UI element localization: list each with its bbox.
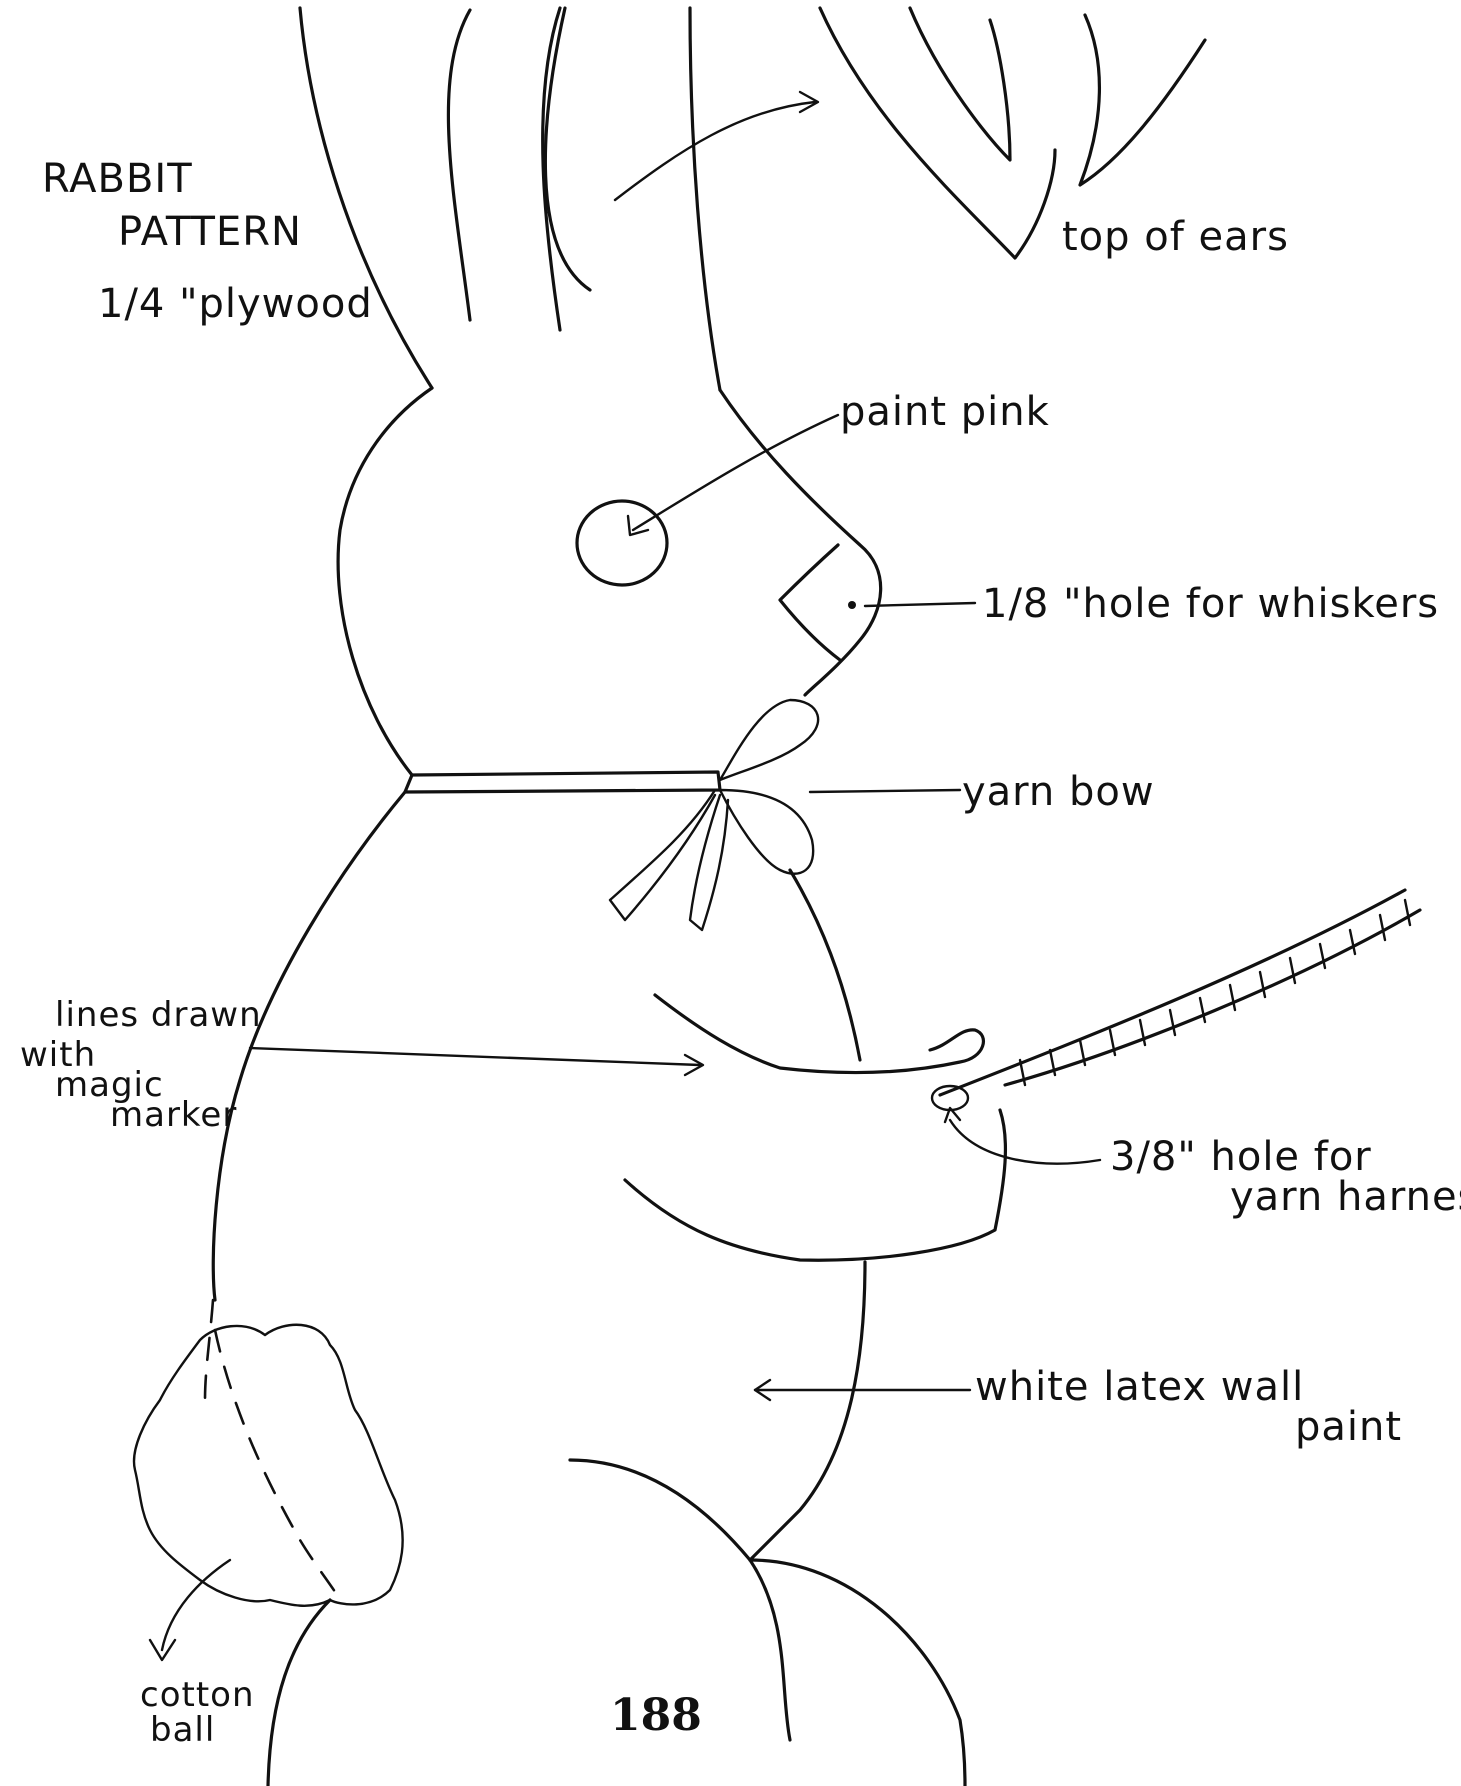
label-cotton-ball-2: ball [150, 1715, 215, 1745]
title-line-1: RABBIT [42, 155, 193, 203]
label-cotton-ball-1: cotton [140, 1680, 255, 1710]
rabbit-head [338, 388, 881, 792]
title-line-2: PATTERN [118, 208, 302, 256]
right-ear [690, 8, 720, 390]
yarn-harness [932, 890, 1420, 1110]
label-harness-hole-2: yarn harness [1230, 1175, 1461, 1219]
title-line-3: 1/4 "plywood [98, 280, 373, 328]
yarn-bow [610, 700, 818, 930]
label-yarn-bow: yarn bow [962, 770, 1155, 814]
label-whiskers-hole: 1/8 "hole for whiskers [982, 582, 1439, 626]
cotton-ball-tail [134, 1325, 403, 1660]
page-number: 188 [610, 1690, 702, 1741]
label-lines-drawn-4: marker [110, 1100, 237, 1130]
label-lines-drawn-1: lines drawn [55, 1000, 262, 1030]
left-ear [300, 8, 590, 388]
label-top-of-ears: top of ears [1062, 215, 1289, 259]
label-wall-paint-1: white latex wall [975, 1365, 1304, 1409]
label-harness-hole-1: 3/8" hole for [1110, 1135, 1372, 1179]
label-wall-paint-2: paint [1295, 1405, 1402, 1449]
rabbit-body [205, 792, 1005, 1786]
label-paint-pink: paint pink [840, 390, 1050, 434]
